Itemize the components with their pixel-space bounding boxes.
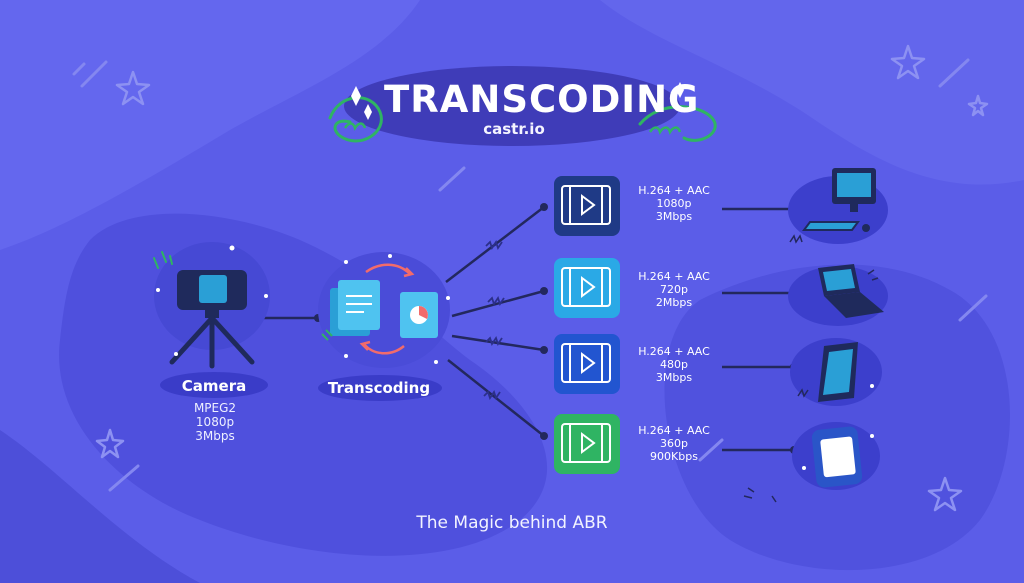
smartphone-icon: [743, 422, 880, 503]
brand-name: castr.io: [483, 120, 545, 138]
output-spec-360p: H.264 + AAC 360p 900Kbps: [624, 424, 724, 463]
output-spec-480p: H.264 + AAC 480p 3Mbps: [624, 345, 724, 384]
output-codec: H.264 + AAC: [638, 345, 710, 358]
camera-specs: MPEG2 1080p 3Mbps: [170, 401, 260, 443]
video-tile-icon: [554, 334, 620, 394]
transcoding-icon: [318, 252, 450, 368]
title-banner: [328, 66, 717, 146]
camera-label-pill: [160, 372, 268, 398]
output-bitrate: 2Mbps: [655, 296, 693, 309]
video-tile-icon: [554, 176, 620, 236]
output-codec: H.264 + AAC: [638, 424, 710, 437]
output-resolution: 360p: [660, 437, 688, 450]
output-resolution: 480p: [660, 358, 688, 371]
video-tile-icon: [554, 414, 620, 474]
output-spec-1080p: H.264 + AAC 1080p 3Mbps: [624, 184, 724, 223]
transcoding-label: Transcoding: [327, 379, 431, 397]
tablet-icon: [790, 338, 882, 406]
camera-codec: MPEG2: [193, 401, 237, 415]
camera-bitrate: 3Mbps: [195, 429, 235, 443]
output-spec-720p: H.264 + AAC 720p 2Mbps: [624, 270, 724, 309]
camera-label: Camera: [181, 377, 247, 395]
video-tile-icon: [554, 258, 620, 318]
output-codec: H.264 + AAC: [638, 184, 710, 197]
output-resolution: 1080p: [656, 197, 692, 210]
page-title: TRANSCODING: [384, 78, 700, 121]
laptop-icon: [788, 264, 888, 326]
output-bitrate: 900Kbps: [650, 450, 698, 463]
camera-resolution: 1080p: [195, 415, 235, 429]
output-bitrate: 3Mbps: [655, 210, 693, 223]
transcoding-label-pill: [318, 375, 442, 401]
desktop-computer-icon: [788, 168, 888, 244]
signal-squiggles: [483, 239, 505, 401]
footer-caption: The Magic behind ABR: [416, 513, 608, 533]
output-bitrate: 3Mbps: [655, 371, 693, 384]
camera-icon: [153, 242, 270, 369]
output-codec: H.264 + AAC: [638, 270, 710, 283]
output-resolution: 720p: [660, 283, 688, 296]
streak-decorations: [72, 58, 988, 492]
star-icon: [95, 44, 989, 512]
